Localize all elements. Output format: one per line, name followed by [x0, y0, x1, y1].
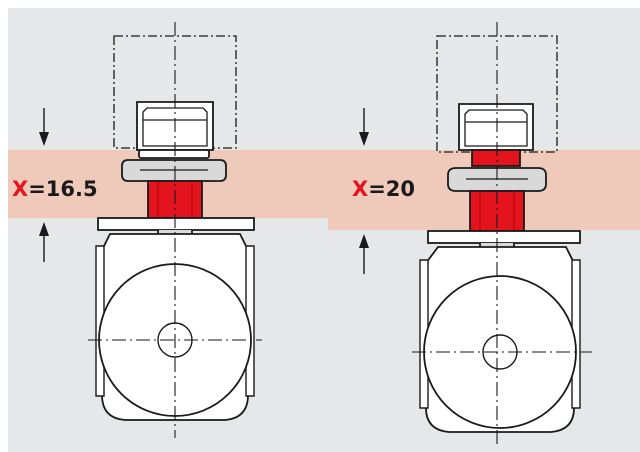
label-var: X [352, 177, 368, 201]
table-plate-left [97, 217, 255, 231]
dimension-label-left: X=16.5 [12, 177, 98, 201]
right-assembly [412, 22, 592, 444]
red-spacer-top-right [471, 149, 521, 167]
dimension-arrows-right [359, 108, 369, 274]
dimension-arrows-left [39, 108, 49, 262]
clamp-cap-right [458, 103, 534, 151]
left-assembly [88, 22, 262, 438]
nut-top-left [138, 149, 210, 159]
table-plate-right [427, 230, 581, 244]
label-var: X [12, 177, 28, 201]
dimension-label-right: X=20 [352, 177, 415, 201]
label-value: =20 [368, 177, 415, 201]
label-value: =16.5 [28, 177, 97, 201]
